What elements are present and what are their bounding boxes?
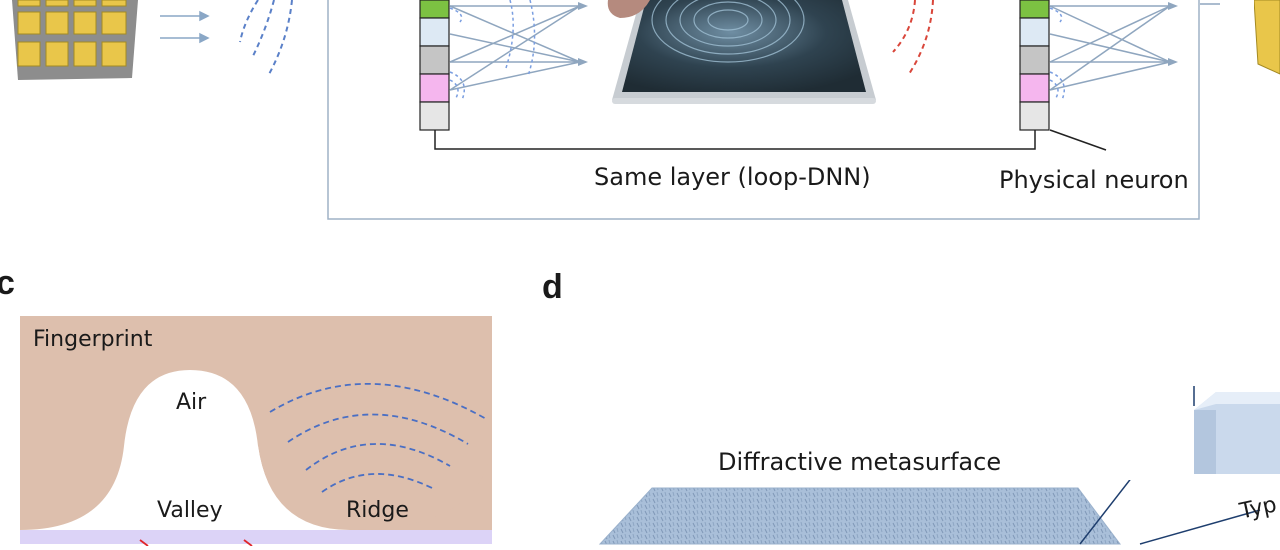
fingerprint-label: Fingerprint [33, 327, 153, 352]
incoming-wave-icon [239, 0, 293, 77]
panel-letter-c: c [0, 264, 15, 302]
loop-dnn-frame [327, 0, 1200, 220]
input-arrows [160, 10, 210, 44]
output-image-fragment [1254, 0, 1280, 75]
neuron-cell [1019, 17, 1050, 47]
pixel-grid-image [12, 0, 138, 80]
unit-cell-block [1193, 386, 1280, 474]
fingerprint-screen-image [607, 0, 876, 104]
metasurface-plate [598, 480, 1261, 545]
ridge-valley-cross-section [20, 316, 492, 546]
valley-label: Valley [157, 498, 223, 523]
metasurface-label: Diffractive metasurface [718, 448, 1002, 476]
neuron-cell [419, 73, 450, 103]
loop-caption: Same layer (loop-DNN) [594, 163, 871, 191]
neuron-cell [1019, 45, 1050, 75]
air-label: Air [176, 390, 207, 415]
neuron-cell [419, 101, 450, 131]
ridge-label: Ridge [346, 498, 409, 523]
loop-connector [434, 130, 1036, 150]
panel-letter-d: d [542, 268, 563, 306]
outgoing-wave-icon [892, 0, 934, 75]
neuron-cell [1019, 101, 1050, 131]
right-neuron-layer [1019, 0, 1220, 151]
neuron-caption: Physical neuron [999, 166, 1189, 194]
left-neuron-layer [419, 0, 588, 131]
